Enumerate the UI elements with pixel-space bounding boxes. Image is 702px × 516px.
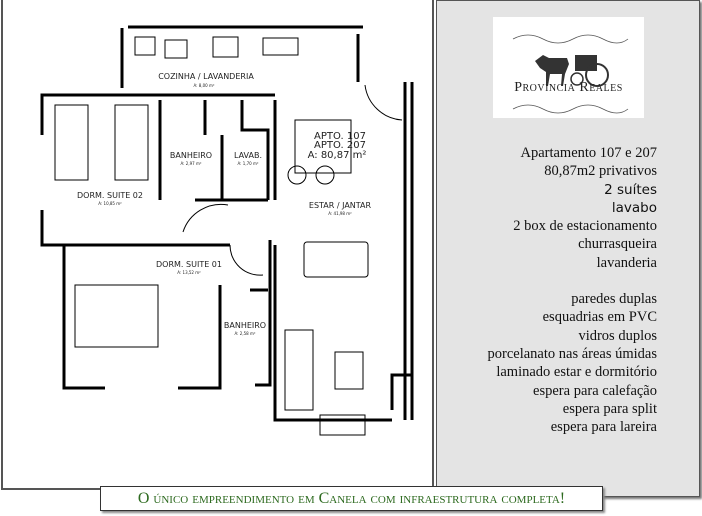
room-name: LAVAB.: [234, 151, 262, 160]
feature-item: 80,87m2 privativos: [544, 163, 657, 180]
info-panel: Província Reales Apartamento 107 e 207 8…: [436, 0, 700, 497]
feature-item: espera para split: [562, 400, 657, 417]
feature-item: espera para calefação: [533, 382, 657, 399]
feature-item: Apartamento 107 e 207: [520, 145, 657, 161]
logo-name: Província Reales: [514, 80, 623, 95]
apto-line1: APTO. 107: [314, 131, 366, 142]
room-area: A: 13,52 m²: [177, 270, 201, 275]
feature-item: esquadrias em PVC: [542, 309, 657, 326]
feature-item: espera para lareira: [550, 419, 657, 436]
walls: [40, 25, 414, 422]
apto-area: A: 80,87 m²: [308, 150, 367, 161]
feature-item: churrasqueira: [578, 236, 657, 253]
feature-item: vidros duplos: [578, 327, 657, 344]
room-area: A: 1,70 m²: [238, 161, 259, 166]
room-name: BANHEIRO: [224, 321, 266, 330]
feature-item: paredes duplas: [571, 291, 657, 308]
room-name: DORM. SUITE 01: [156, 260, 222, 269]
room-area: A: 8,00 m²: [194, 83, 215, 88]
room-name: COZINHA / LAVANDERIA: [158, 72, 254, 81]
feature-item: lavanderia: [596, 254, 657, 271]
room-area: A: 41,98 m²: [328, 211, 352, 216]
room-area: A: 2,97 m²: [181, 161, 202, 166]
room-area: A: 10,85 m²: [98, 201, 122, 206]
tagline-banner: O único empreendimento em Canela com inf…: [100, 486, 603, 511]
room-area: A: 2,58 m²: [235, 331, 256, 336]
room-name: ESTAR / JANTAR: [309, 201, 372, 210]
fixtures: [54, 36, 403, 436]
room-name: BANHEIRO: [170, 151, 212, 160]
room-labels: COZINHA / LAVANDERIA A: 8,00 m² DORM. SU…: [77, 72, 372, 336]
apto-line2: APTO. 207: [314, 140, 366, 151]
feature-item: 2 suítes: [604, 181, 657, 198]
feature-item: lavabo: [611, 199, 657, 216]
floor-plan-drawing: COZINHA / LAVANDERIA A: 8,00 m² DORM. SU…: [40, 25, 414, 436]
features-list: Apartamento 107 e 207 80,87m2 privativos…: [488, 144, 658, 436]
room-name: DORM. SUITE 02: [77, 191, 143, 200]
carriage-logo-icon: [512, 34, 629, 114]
feature-item: laminado estar e dormitório: [496, 364, 657, 381]
logo: Província Reales: [493, 17, 644, 118]
feature-item: 2 box de estacionamento: [513, 218, 657, 235]
feature-item: porcelanato nas áreas úmidas: [487, 345, 658, 362]
